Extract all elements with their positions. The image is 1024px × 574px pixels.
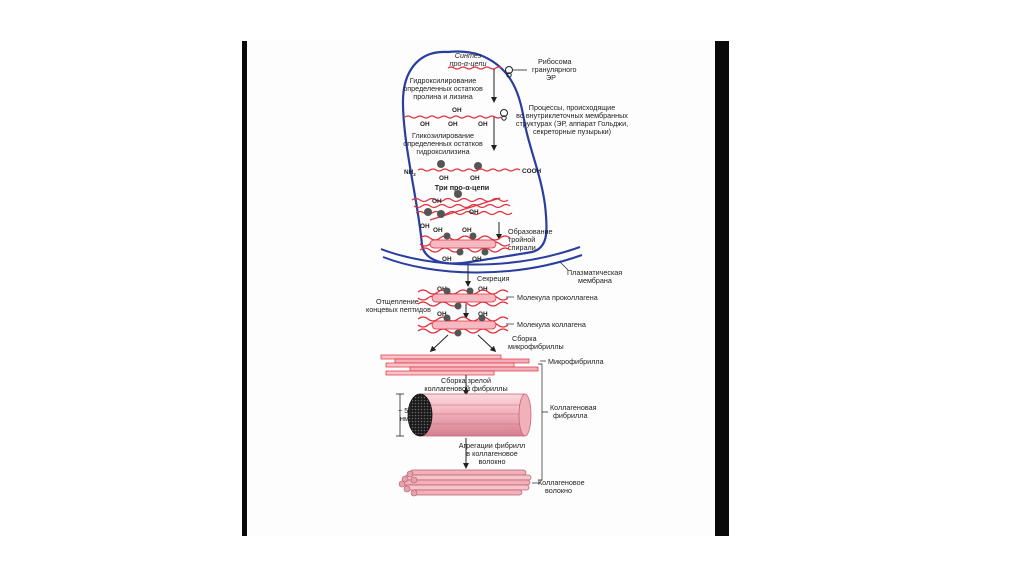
nh2-label: NH2	[404, 169, 416, 177]
oh-label: OH	[448, 121, 458, 128]
step-three-chains: Три про-α-цепи	[435, 183, 489, 192]
cooh-label: COOH	[522, 168, 542, 175]
sugar-bead	[482, 249, 489, 256]
step-microfibril-line2: микрофибриллы	[508, 342, 564, 351]
oh-label: OH	[470, 175, 480, 182]
collagen-molecule	[418, 315, 508, 337]
procollagen-molecule	[418, 288, 508, 310]
step-cleavage-line2: концевых пептидов	[366, 305, 431, 314]
sugar-bead	[470, 233, 477, 240]
oh-label: OH	[420, 121, 430, 128]
oh-label: OH	[462, 227, 472, 234]
oh-label: OH	[478, 121, 488, 128]
sugar-bead	[444, 233, 451, 240]
oh-label: OH	[442, 256, 452, 263]
label-ribosome-line3: ЭР	[546, 73, 556, 82]
sugar-bead	[457, 249, 464, 256]
oh-label: OH	[439, 175, 449, 182]
ribosome-icon	[501, 110, 508, 121]
oh-label: OH	[452, 107, 462, 114]
oh-label: OH	[472, 256, 482, 263]
microfibril	[381, 355, 538, 375]
step-triple-helix-line3: спирали	[508, 243, 536, 252]
sugar-bead	[454, 190, 462, 198]
label-microfibril: Микрофибрилла	[548, 357, 604, 366]
oh-label: OH	[469, 209, 479, 216]
hydroxylated-chain	[405, 116, 501, 118]
label-size-unit: нм	[400, 414, 409, 423]
step-synthesis-line2: про-α-цепи	[450, 59, 487, 68]
helix-core	[430, 240, 496, 248]
label-collagen-molecule: Молекула коллагена	[517, 320, 586, 329]
oh-label: OH	[432, 198, 442, 205]
arrow-microfibril-left	[432, 335, 448, 350]
collagen-fiber-bundle	[402, 470, 531, 495]
collagen-fibril-cylinder	[408, 394, 531, 436]
sugar-bead	[424, 208, 432, 216]
step-hydroxylation-line3: пролина и лизина	[413, 92, 472, 101]
step-aggregation-line3: волокно	[479, 457, 506, 466]
fibril-bracket	[538, 364, 548, 480]
oh-label: OH	[420, 223, 430, 230]
sugar-bead	[437, 210, 445, 218]
glycosylated-chain	[418, 169, 520, 171]
label-procollagen: Молекула проколлагена	[517, 293, 598, 302]
step-glycosylation-line3: гидроксилизина	[416, 147, 469, 156]
label-plasma-membrane-line2: мембрана	[578, 276, 612, 285]
sugar-bead	[437, 160, 445, 168]
arrow-microfibril-right	[478, 335, 494, 350]
label-collagen-fiber-line2: волокно	[545, 486, 572, 495]
label-intracellular-line4: секреторные пузырьки)	[533, 127, 611, 136]
oh-label: OH	[433, 227, 443, 234]
step-secretion: Секреция	[477, 274, 509, 283]
label-collagen-fibril-line2: фибрилла	[553, 411, 587, 420]
